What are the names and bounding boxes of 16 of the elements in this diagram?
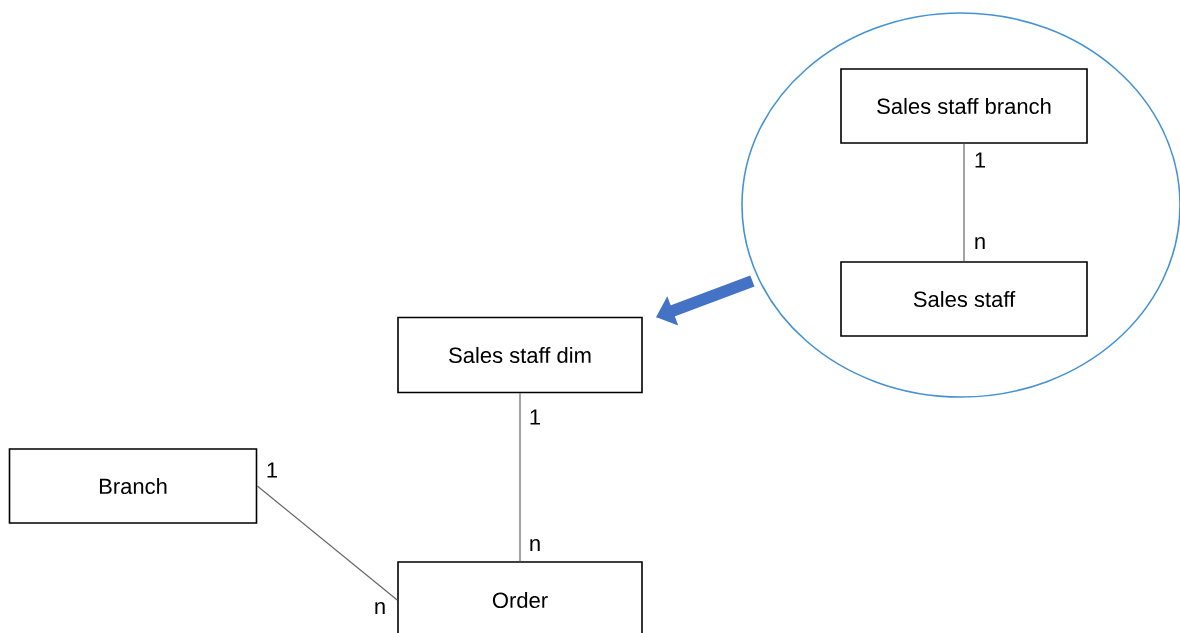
connector-line: [519, 392, 521, 562]
arrow: [656, 275, 755, 326]
entity-box: Sales staff branch: [840, 68, 1088, 144]
connector-line: [963, 143, 965, 262]
cardinality-label: n: [375, 602, 385, 614]
connector-line: [256, 485, 398, 601]
cardinality-label: 1: [530, 409, 541, 425]
entity-box: Sales staff dim: [397, 316, 643, 394]
cardinality-label: 1: [267, 462, 278, 478]
entity-box: Order: [397, 561, 643, 633]
ellipse-outline: [741, 12, 1180, 398]
cardinality-label: n: [530, 539, 540, 551]
entity-box: Branch: [8, 448, 258, 524]
cardinality-label: 1: [975, 152, 986, 168]
entity-box: Sales staff: [840, 261, 1088, 337]
cardinality-label: n: [975, 237, 985, 249]
